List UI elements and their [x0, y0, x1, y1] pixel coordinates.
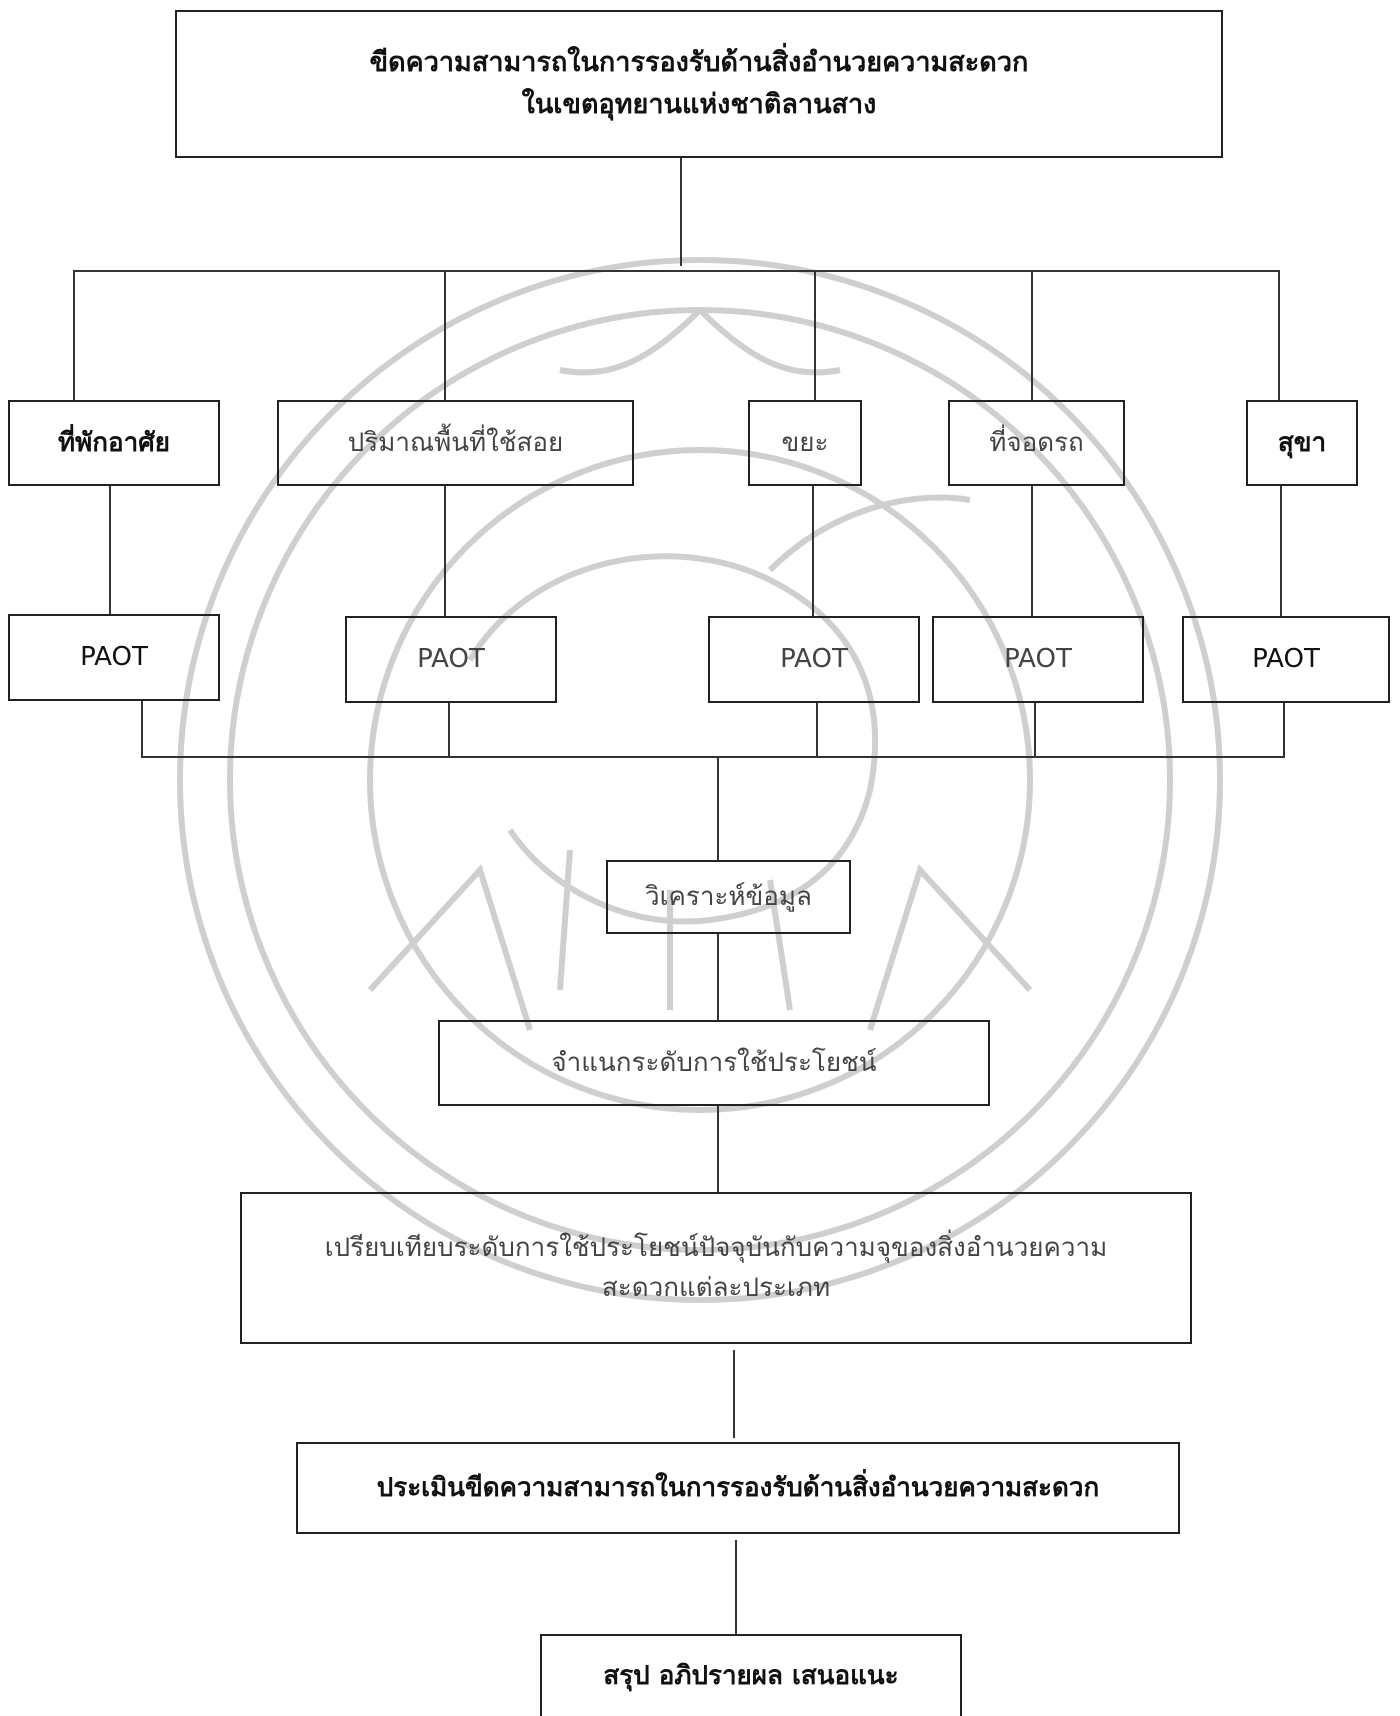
category-box-housing: ที่พักอาศัย [8, 400, 220, 486]
category-label-usable-area: ปริมาณพื้นที่ใช้สอย [347, 427, 564, 458]
step-analyze-label: วิเคราะห์ข้อมูล [644, 881, 812, 912]
paot-box-usable-area: PAOT [345, 616, 557, 703]
step-compare-box: เปรียบเทียบระดับการใช้ประโยชน์ปัจจุบันกั… [240, 1192, 1192, 1344]
connector-top-bus [73, 270, 1279, 272]
category-label-restroom: สุขา [1277, 427, 1327, 458]
category-box-restroom: สุขา [1246, 400, 1358, 486]
connector-paot-3-down [816, 703, 818, 757]
connector-evaluate-to-conclude [735, 1540, 737, 1634]
paot-box-restroom: PAOT [1182, 616, 1390, 703]
connector-paot-5-down [1283, 703, 1285, 757]
connector-analyze-to-classify [717, 934, 719, 1020]
paot-box-parking: PAOT [932, 616, 1144, 703]
connector-to-cat-2 [444, 270, 446, 400]
category-box-usable-area: ปริมาณพื้นที่ใช้สอย [277, 400, 634, 486]
step-classify-label: จำแนกระดับการใช้ประโยชน์ [551, 1047, 877, 1078]
connector-cat-2-to-paot [444, 486, 446, 616]
paot-box-waste: PAOT [708, 616, 920, 703]
paot-box-housing: PAOT [8, 614, 220, 701]
connector-to-cat-1 [73, 270, 75, 400]
step-evaluate-box: ประเมินขีดความสามารถในการรองรับด้านสิ่งอ… [296, 1442, 1180, 1534]
connector-bottom-bus [141, 756, 1285, 758]
category-label-housing: ที่พักอาศัย [58, 427, 170, 458]
step-evaluate-label: ประเมินขีดความสามารถในการรองรับด้านสิ่งอ… [376, 1472, 1100, 1503]
connector-cat-1-to-paot [109, 486, 111, 614]
step-classify-box: จำแนกระดับการใช้ประโยชน์ [438, 1020, 990, 1106]
connector-cat-5-to-paot [1280, 486, 1282, 616]
step-conclude-box: สรุป อภิปรายผล เสนอแนะ [540, 1634, 962, 1716]
category-label-parking: ที่จอดรถ [989, 427, 1084, 458]
connector-paot-2-down [448, 703, 450, 757]
category-box-waste: ขยะ [748, 400, 862, 486]
title-line-1: ขีดความสามารถในการรองรับด้านสิ่งอำนวยควา… [369, 47, 1029, 79]
connector-to-cat-5 [1278, 270, 1280, 400]
paot-label-usable-area: PAOT [417, 644, 485, 675]
paot-label-waste: PAOT [780, 644, 848, 675]
step-analyze-box: วิเคราะห์ข้อมูล [606, 860, 851, 934]
connector-compare-to-evaluate [733, 1350, 735, 1438]
paot-label-parking: PAOT [1004, 644, 1072, 675]
step-compare-line-1: เปรียบเทียบระดับการใช้ประโยชน์ปัจจุบันกั… [324, 1232, 1108, 1263]
university-seal-watermark-icon [177, 257, 1223, 1303]
title-box: ขีดความสามารถในการรองรับด้านสิ่งอำนวยควา… [175, 10, 1223, 158]
category-box-parking: ที่จอดรถ [948, 400, 1125, 486]
category-label-waste: ขยะ [781, 427, 829, 458]
connector-paot-1-down [141, 701, 143, 757]
title-line-2: ในเขตอุทยานแห่งชาติลานสาง [521, 89, 877, 120]
connector-title-down [680, 158, 682, 266]
paot-label-restroom: PAOT [1252, 644, 1320, 675]
connector-classify-to-compare [717, 1106, 719, 1192]
connector-cat-4-to-paot [1031, 486, 1033, 616]
step-conclude-label: สรุป อภิปรายผล เสนอแนะ [603, 1660, 899, 1691]
connector-paot-4-down [1034, 703, 1036, 757]
connector-to-cat-4 [1031, 270, 1033, 400]
connector-cat-3-to-paot [812, 486, 814, 616]
paot-label-housing: PAOT [80, 642, 148, 673]
step-compare-line-2: สะดวกแต่ละประเภท [601, 1273, 831, 1303]
connector-to-cat-3 [814, 270, 816, 400]
connector-bus-to-analyze [717, 756, 719, 860]
